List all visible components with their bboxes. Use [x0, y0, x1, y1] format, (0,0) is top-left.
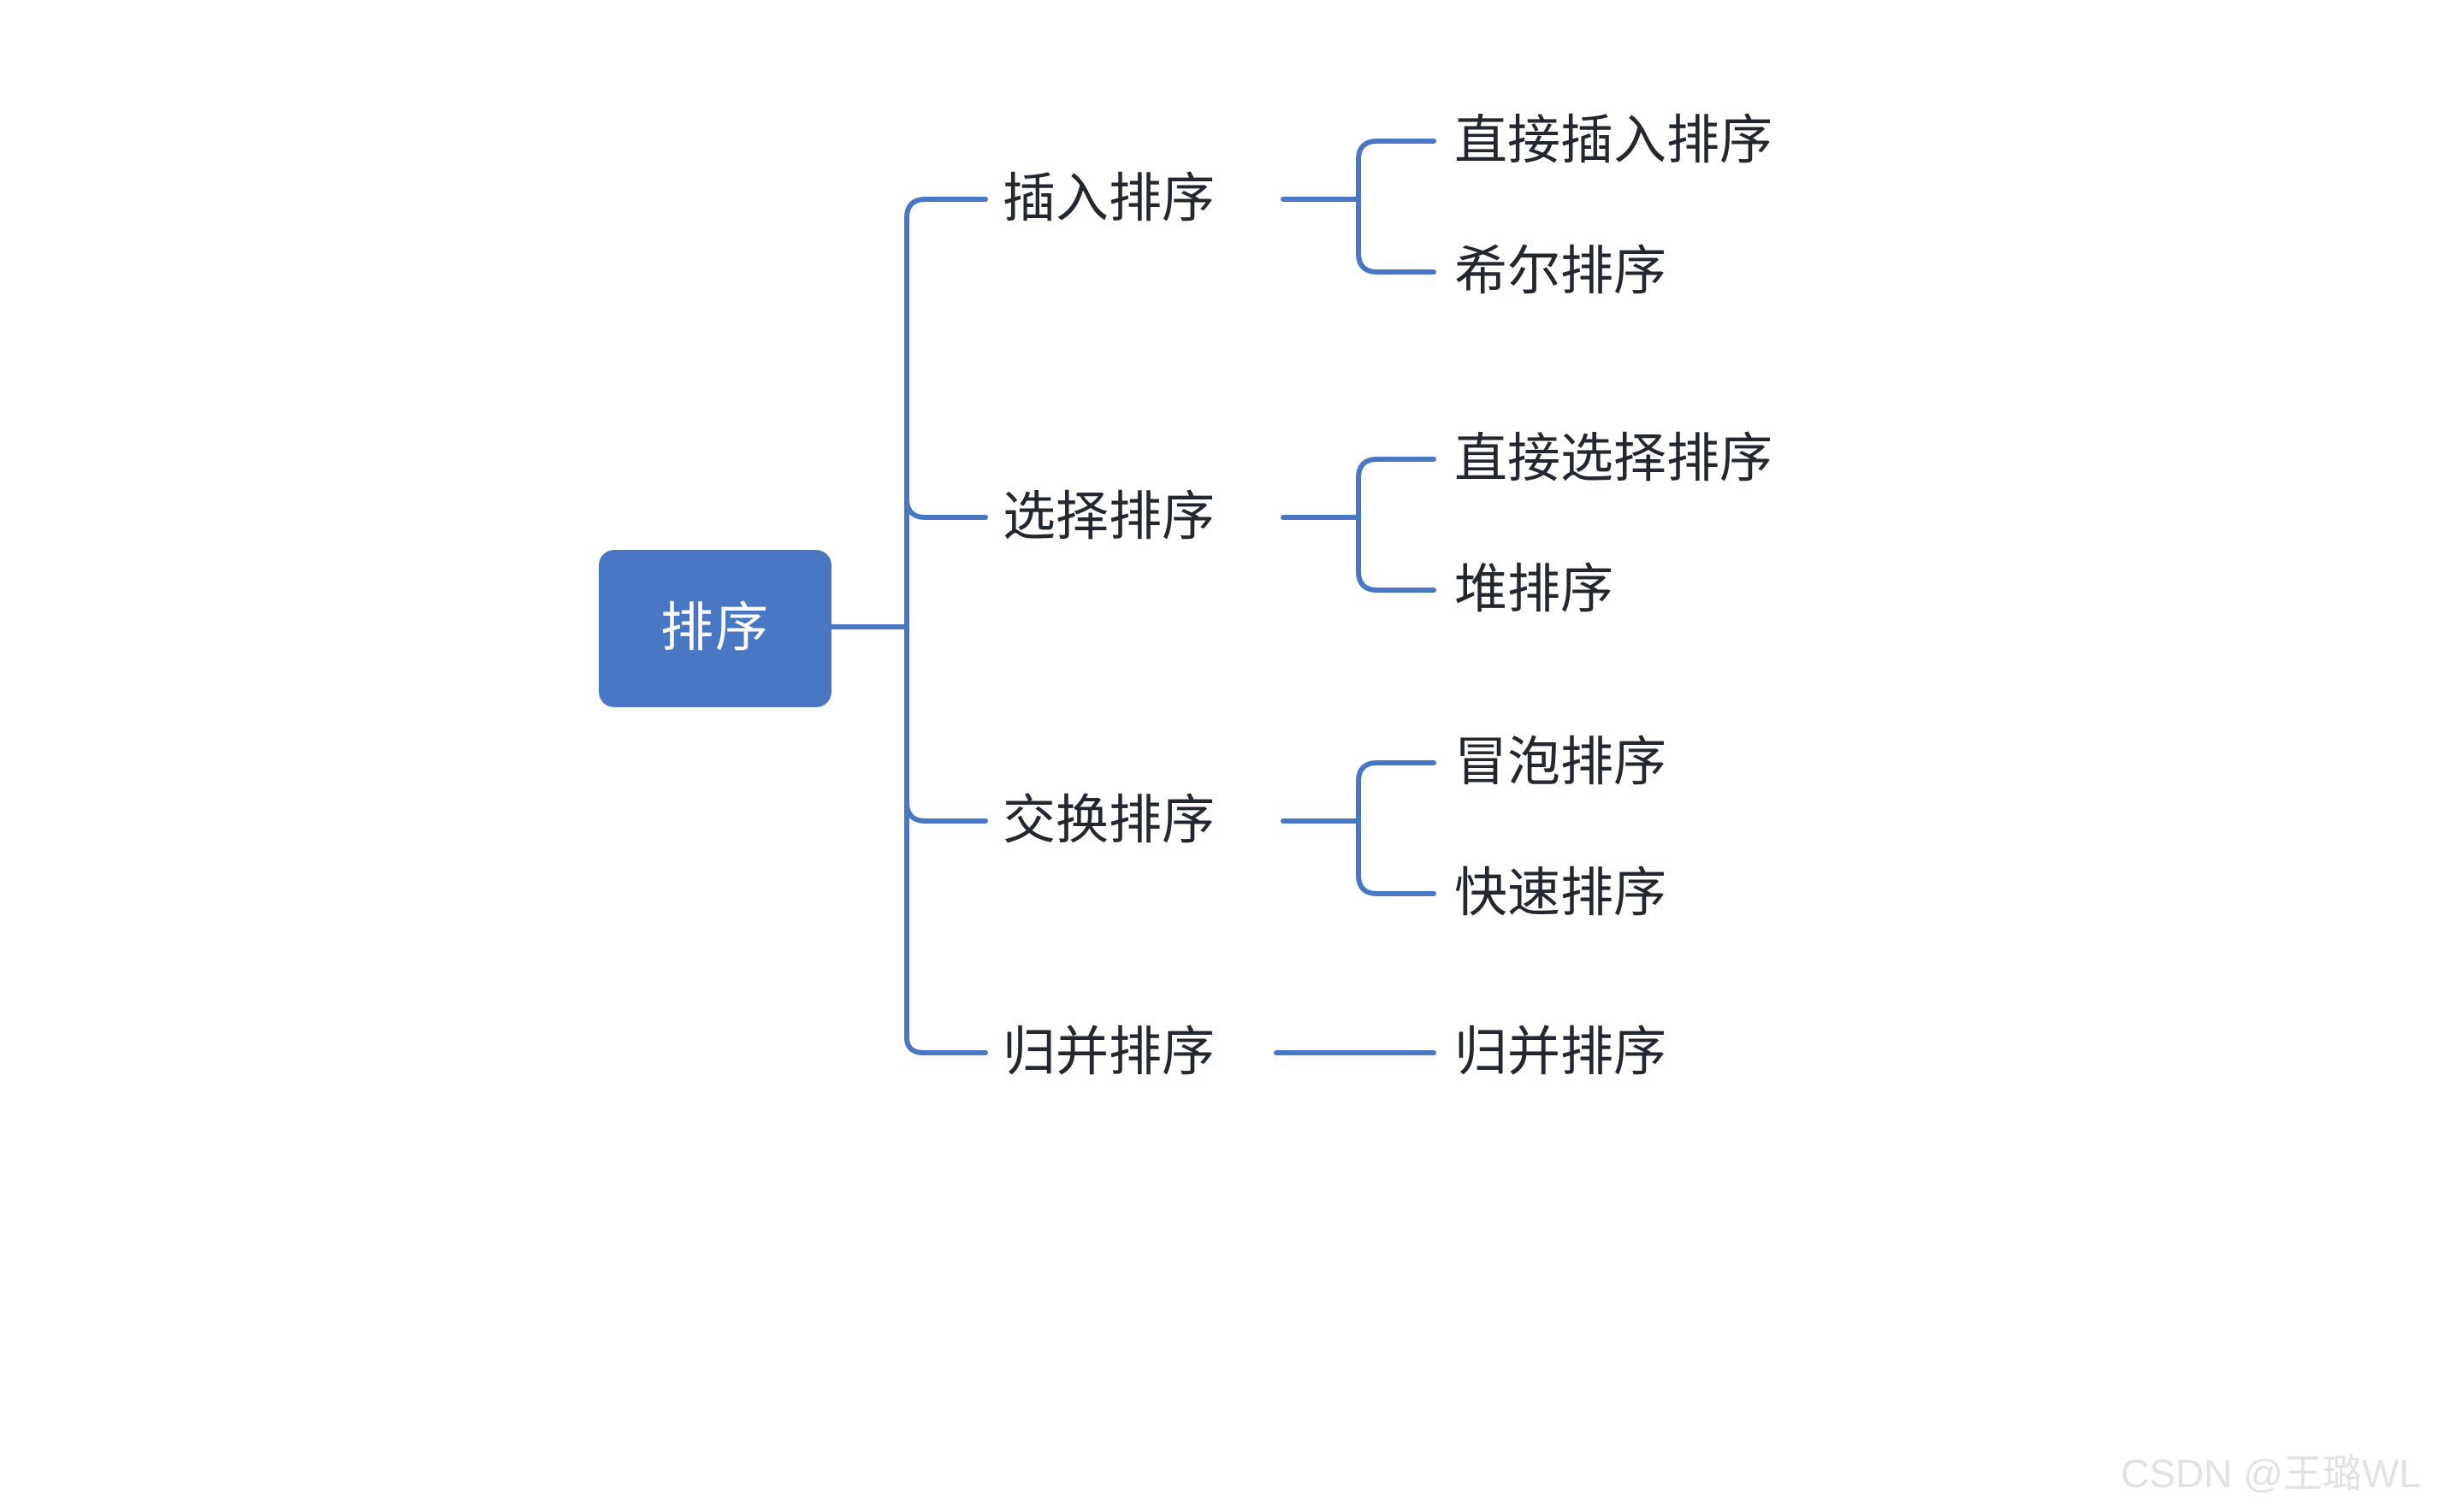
connector-leaf-1-1	[1356, 139, 1436, 162]
branch-node-selection-sort[interactable]: 选择排序	[1003, 487, 1216, 546]
branch-node-exchange-sort[interactable]: 交换排序	[1003, 791, 1216, 850]
connector-branch-1	[904, 197, 988, 221]
leaf-node-heap-sort[interactable]: 堆排序	[1454, 560, 1614, 619]
leaf-node-bubble-sort[interactable]: 冒泡排序	[1454, 733, 1667, 792]
connector-branch-4	[904, 1035, 988, 1055]
branch-node-merge-sort[interactable]: 归并排序	[1003, 1023, 1216, 1082]
csdn-watermark: CSDN @王璐WL	[2121, 1451, 2421, 1496]
connector-leaf-3-1	[1356, 760, 1436, 784]
connector-branch-2	[904, 496, 988, 520]
connector-leaf-3-2	[1356, 872, 1436, 896]
leaf-node-direct-insertion-sort[interactable]: 直接插入排序	[1454, 111, 1773, 170]
leaf-node-quick-sort[interactable]: 快速排序	[1454, 864, 1667, 923]
root-node[interactable]: 排序	[599, 550, 831, 707]
connector-branch-3	[904, 800, 988, 824]
connector-leaf-1-2	[1356, 251, 1436, 275]
branch-node-insertion-sort[interactable]: 插入排序	[1003, 169, 1216, 228]
connector-leaf-2-2	[1356, 569, 1436, 593]
leaf-node-shell-sort[interactable]: 希尔排序	[1454, 242, 1667, 301]
leaf-node-merge-sort[interactable]: 归并排序	[1454, 1023, 1667, 1082]
connector-leaf-2-1	[1356, 457, 1436, 481]
leaf-node-direct-selection-sort[interactable]: 直接选择排序	[1454, 429, 1773, 488]
root-node-label: 排序	[660, 599, 770, 658]
